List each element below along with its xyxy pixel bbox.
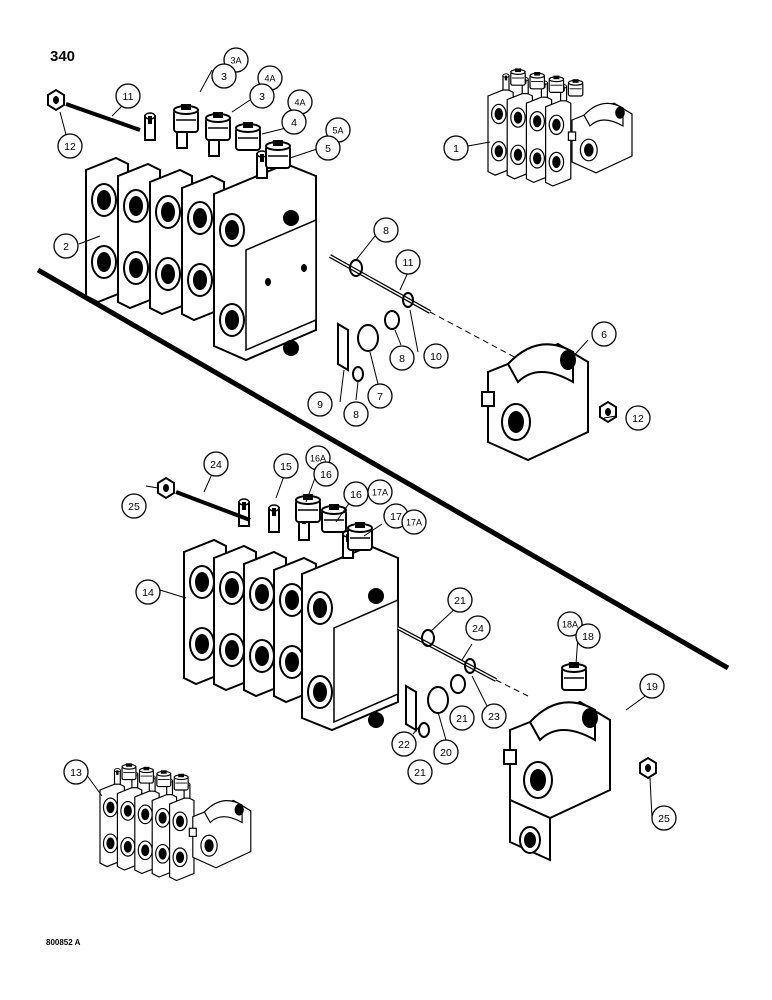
callout-1: 1: [443, 135, 469, 161]
callout-24-right: 24: [465, 615, 491, 641]
callout-2-label: 2: [63, 241, 69, 253]
callout-18a-label: 18A: [562, 620, 578, 630]
callout-12-left: 12: [57, 133, 83, 159]
callout-group: 1 2 3A 3 4A 3 4A 4 5A 5 6 7 8 8 8 9 10 1…: [53, 47, 677, 831]
callout-12-right-label: 12: [632, 413, 644, 425]
assembled-view-lower: [99, 762, 252, 882]
callout-10-label: 10: [430, 351, 442, 363]
callout-23-label: 23: [488, 711, 500, 723]
callout-20-label: 20: [440, 747, 452, 759]
callout-19: 19: [639, 673, 665, 699]
callout-16a-label: 16A: [310, 454, 326, 464]
callout-1-label: 1: [453, 143, 459, 155]
callout-5: 5: [315, 135, 341, 161]
callout-17a-second-label: 17A: [406, 518, 422, 528]
callout-22: 22: [391, 731, 417, 757]
callout-8-top-label: 8: [383, 225, 389, 237]
callout-3: 3: [211, 63, 237, 89]
callout-16: 16: [313, 461, 339, 487]
valve-assembly-upper: [85, 103, 317, 362]
callout-9-label: 9: [317, 399, 323, 411]
callout-16-label: 16: [320, 469, 332, 481]
callout-3-second-label: 3: [259, 91, 265, 103]
callout-21-bottom: 21: [407, 759, 433, 785]
callout-8-middle: 8: [389, 345, 415, 371]
callout-6: 6: [591, 321, 617, 347]
callout-17a-label: 17A: [372, 488, 388, 498]
callout-7-label: 7: [377, 391, 383, 403]
callout-24-right-label: 24: [472, 623, 484, 635]
callout-5a-label: 5A: [332, 126, 343, 136]
callout-17a-second: 17A: [401, 509, 427, 535]
callout-8-middle-label: 8: [399, 353, 405, 365]
callout-19-label: 19: [646, 681, 658, 693]
callout-15-label: 15: [280, 461, 292, 473]
callout-11-right-label: 11: [403, 257, 414, 269]
outlet-section-19: [503, 701, 611, 862]
callout-22-label: 22: [398, 739, 410, 751]
callout-12-left-label: 12: [64, 141, 76, 153]
callout-6-label: 6: [601, 329, 607, 341]
callout-2: 2: [53, 233, 79, 259]
callout-13-label: 13: [70, 767, 82, 779]
callout-18-label: 18: [582, 631, 594, 643]
callout-4-label: 4: [291, 117, 297, 129]
callout-16-second-label: 16: [350, 489, 362, 501]
callout-17a: 17A: [367, 479, 393, 505]
callout-13: 13: [63, 759, 89, 785]
callout-3a-label: 3A: [230, 56, 241, 66]
callout-17-label: 17: [390, 511, 402, 523]
callout-4a-label: 4A: [264, 74, 275, 84]
callout-21-top: 21: [447, 587, 473, 613]
callout-21-bottom-label: 21: [414, 767, 426, 779]
callout-21-top-label: 21: [454, 595, 466, 607]
callout-21-middle-label: 21: [456, 713, 468, 725]
callout-16-second: 16: [343, 481, 369, 507]
callout-24-top-label: 24: [210, 459, 222, 471]
callout-14: 14: [135, 579, 161, 605]
callout-4: 4: [281, 109, 307, 135]
separator-line: [36, 267, 730, 671]
callout-21-middle: 21: [449, 705, 475, 731]
callout-25-left: 25: [121, 493, 147, 519]
assembled-view-upper: [487, 67, 633, 187]
callout-20: 20: [433, 739, 459, 765]
callout-11-top-label: 11: [123, 91, 134, 103]
callout-24-top: 24: [203, 451, 229, 477]
callout-8-bottom: 8: [343, 401, 369, 427]
callout-15: 15: [273, 453, 299, 479]
outlet-section-6: [481, 343, 589, 461]
callout-18a: 18A: [557, 611, 583, 637]
callout-7: 7: [367, 383, 393, 409]
callout-25-right-label: 25: [658, 813, 670, 825]
callout-14-label: 14: [142, 587, 154, 599]
callout-10: 10: [423, 343, 449, 369]
callout-18: 18: [575, 623, 601, 649]
callout-12-right: 12: [625, 405, 651, 431]
callout-5-label: 5: [325, 143, 331, 155]
callout-8-top: 8: [373, 217, 399, 243]
figure-code: 800852 A: [46, 938, 81, 947]
callout-25-left-label: 25: [128, 501, 140, 513]
callout-23: 23: [481, 703, 507, 729]
callout-3-second: 3: [249, 83, 275, 109]
callout-9: 9: [307, 391, 333, 417]
callout-25-right: 25: [651, 805, 677, 831]
callout-11-top: 11: [115, 83, 141, 109]
callout-3-label: 3: [221, 71, 227, 83]
page-number: 340: [50, 48, 76, 65]
valve-assembly-lower: [183, 493, 399, 732]
callout-4a-second-label: 4A: [294, 98, 305, 108]
callout-11-right: 11: [395, 249, 421, 275]
callout-8-bottom-label: 8: [353, 409, 359, 421]
